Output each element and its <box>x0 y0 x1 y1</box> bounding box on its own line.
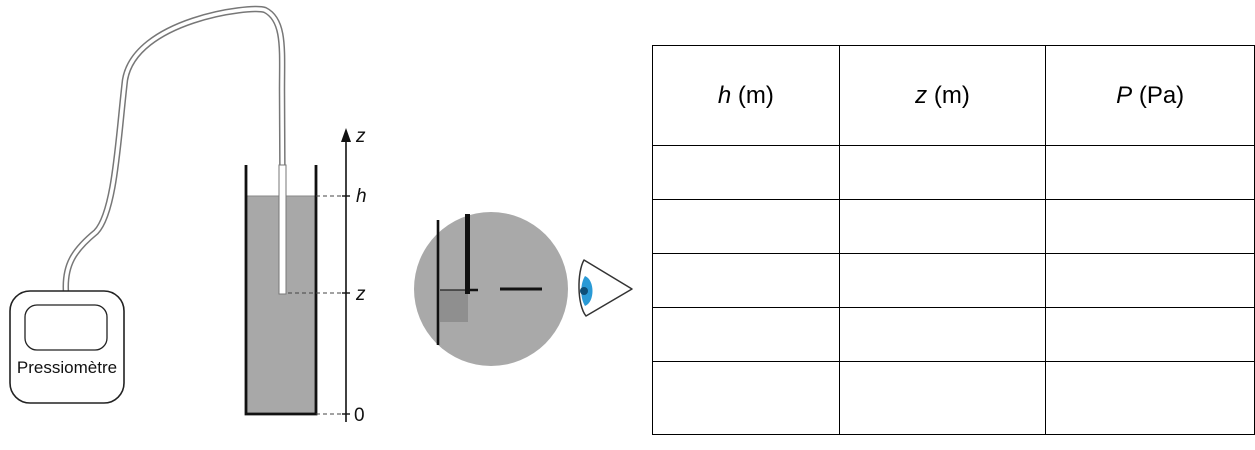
table-row <box>652 199 1255 254</box>
table-cell[interactable] <box>1045 361 1255 435</box>
table-cell[interactable] <box>652 199 840 254</box>
magnifier-circle <box>414 212 568 366</box>
tube-in-water <box>278 164 287 295</box>
device-label: Pressiomètre <box>17 358 117 377</box>
table-header-row: h (m) z (m) P (Pa) <box>652 45 1255 146</box>
table-row <box>652 145 1255 200</box>
table-cell[interactable] <box>838 145 1047 200</box>
table-cell[interactable] <box>1045 307 1255 362</box>
pressure-meter: Pressiomètre <box>9 290 125 404</box>
table-cell[interactable] <box>652 307 840 362</box>
column-header-z: z (m) <box>838 45 1047 146</box>
table-row <box>652 253 1255 308</box>
table-cell[interactable] <box>1045 145 1255 200</box>
table-cell[interactable] <box>652 145 840 200</box>
table-cell[interactable] <box>838 253 1047 308</box>
axis-name-label: z <box>355 126 366 147</box>
measurement-table: h (m) z (m) P (Pa) <box>652 45 1255 435</box>
pressure-tube <box>62 5 287 297</box>
table-cell[interactable] <box>1045 253 1255 308</box>
table-cell[interactable] <box>838 199 1047 254</box>
mark-z-label: z <box>355 284 366 305</box>
eye-icon <box>578 259 633 317</box>
experiment-diagram: Pressiomètre z h z 0 <box>9 5 633 426</box>
origin-label: 0 <box>354 405 365 426</box>
table-cell[interactable] <box>1045 199 1255 254</box>
z-axis <box>341 128 351 422</box>
table-row <box>652 307 1255 362</box>
table-cell[interactable] <box>652 361 840 435</box>
table-cell[interactable] <box>652 253 840 308</box>
table-row <box>652 361 1255 435</box>
table-cell[interactable] <box>838 307 1047 362</box>
column-header-h: h (m) <box>652 45 840 146</box>
table-cell[interactable] <box>838 361 1047 435</box>
column-header-p: P (Pa) <box>1045 45 1255 146</box>
level-dashes <box>288 195 343 415</box>
mark-h-label: h <box>356 186 367 207</box>
